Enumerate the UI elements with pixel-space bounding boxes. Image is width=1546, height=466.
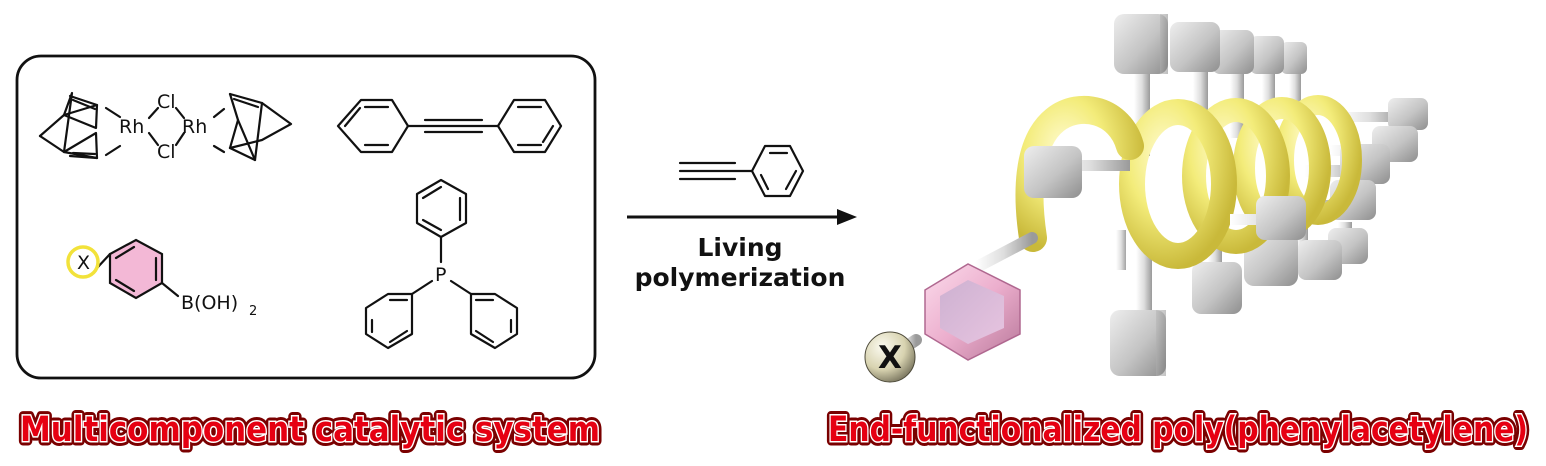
x-substituent-ring bbox=[66, 245, 100, 279]
rh-left-label: Rh bbox=[119, 116, 144, 138]
catalyst-box bbox=[15, 54, 597, 380]
pink-phenyl-end-group bbox=[892, 232, 1038, 361]
right-caption: End-functionalized poly(phenylacetylene) bbox=[828, 410, 1528, 450]
x-end-group-ball: X bbox=[864, 331, 916, 383]
aryl-boronic-acid: X B(OH) 2 bbox=[66, 238, 257, 319]
rh-dimer-complex: Rh Cl Cl Rh bbox=[38, 91, 293, 163]
left-caption-group: Multicomponent catalytic system Multicom… bbox=[16, 406, 605, 455]
left-caption-outline: Multicomponent catalytic system bbox=[20, 410, 600, 450]
x-end-group-label: X bbox=[878, 340, 902, 376]
front-rod bbox=[1116, 230, 1126, 270]
arrow-label-line1: Living bbox=[697, 233, 782, 262]
phosphorus-label: P bbox=[435, 264, 446, 286]
right-caption-group: End-functionalized poly(phenylacetylene)… bbox=[824, 406, 1533, 455]
reaction-arrow: Living polymerization bbox=[627, 144, 857, 292]
rh-right-label: Rh bbox=[182, 116, 207, 138]
cl-bottom-label: Cl bbox=[157, 141, 176, 163]
left-caption: Multicomponent catalytic system bbox=[20, 410, 600, 450]
boronic-acid-subscript: 2 bbox=[249, 304, 257, 319]
boronic-acid-group: B(OH) bbox=[181, 292, 238, 314]
arrow-label-line2: polymerization bbox=[635, 263, 846, 292]
cl-top-label: Cl bbox=[157, 91, 176, 113]
polymer-model: X bbox=[864, 14, 1428, 383]
left-side-groups bbox=[1024, 146, 1306, 240]
right-caption-outline: End-functionalized poly(phenylacetylene) bbox=[828, 410, 1528, 450]
diphenylacetylene bbox=[336, 98, 563, 154]
x-substituent-label: X bbox=[77, 252, 90, 274]
triphenylphosphine: P bbox=[364, 178, 519, 350]
